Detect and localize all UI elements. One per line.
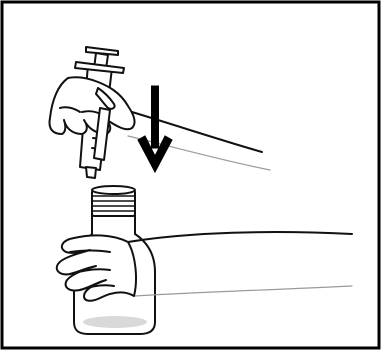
bottle-opening — [92, 186, 135, 194]
bottle-liquid — [83, 316, 147, 328]
figure-border — [2, 2, 379, 348]
syringe-tip — [86, 167, 96, 178]
arrow-shaft — [152, 86, 159, 148]
